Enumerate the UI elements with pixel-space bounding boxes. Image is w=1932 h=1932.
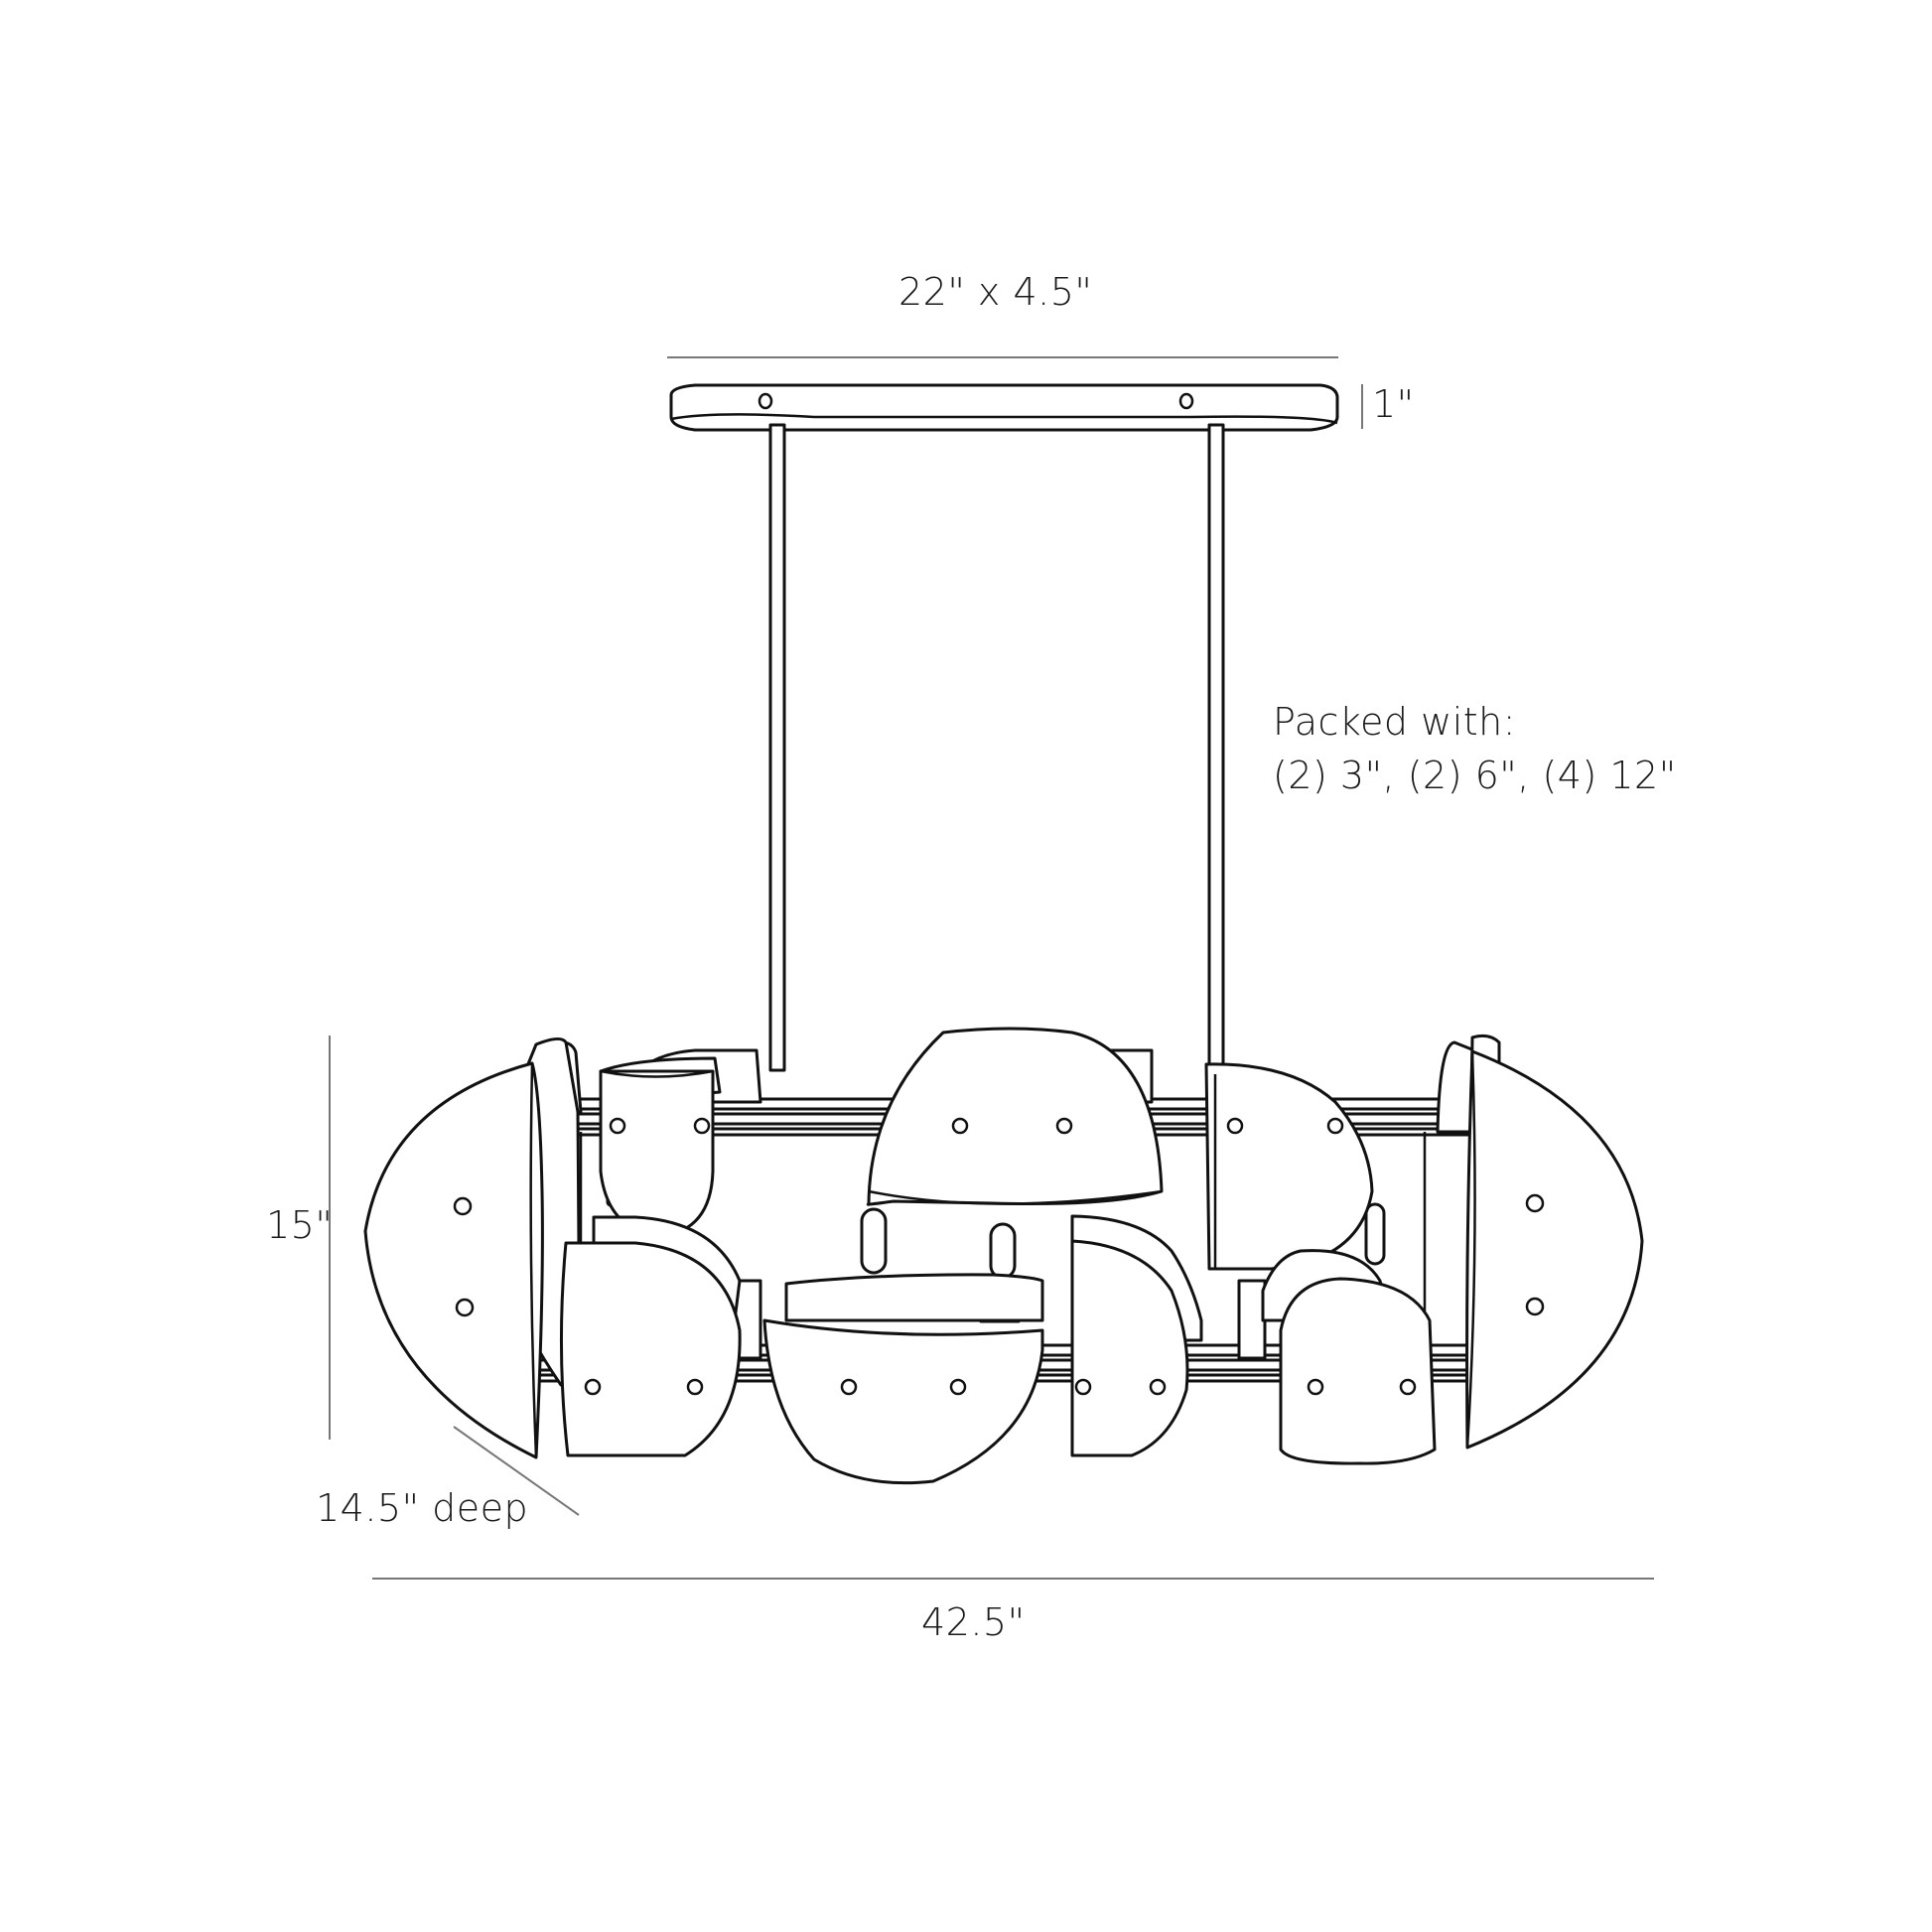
- shade-lower-center-right: [1070, 1214, 1203, 1457]
- shade-lower-left: [559, 1215, 742, 1457]
- shade-bowl-center: [762, 1273, 1044, 1485]
- downrods: [768, 423, 1225, 1072]
- note-title: Packed with:: [1273, 700, 1517, 744]
- shade-left-large: [363, 1037, 582, 1459]
- packed-with-note: Packed with: (2) 3", (2) 6", (4) 12": [1273, 695, 1677, 802]
- shade-top-right: [1204, 1062, 1374, 1271]
- fixture-height-label: 15": [266, 1203, 334, 1247]
- shade-right-large: [1465, 1034, 1644, 1449]
- shade-lower-right: [1261, 1249, 1437, 1465]
- dimension-lines: [329, 356, 1654, 1580]
- canopy-height-label: 1": [1372, 382, 1415, 426]
- depth-label: 14.5" deep: [316, 1486, 529, 1530]
- canopy-screw: [758, 392, 773, 410]
- shade-dome-top-center: [866, 1027, 1164, 1206]
- canopy: [669, 383, 1339, 432]
- note-contents: (2) 3", (2) 6", (4) 12": [1273, 754, 1677, 797]
- canopy-dimension-label: 22" x 4.5": [898, 270, 1093, 314]
- depth-line: [453, 1426, 580, 1516]
- overall-width-label: 42.5": [921, 1600, 1026, 1644]
- canopy-screw: [1178, 392, 1194, 410]
- shade-cup-top-left: [599, 1056, 722, 1238]
